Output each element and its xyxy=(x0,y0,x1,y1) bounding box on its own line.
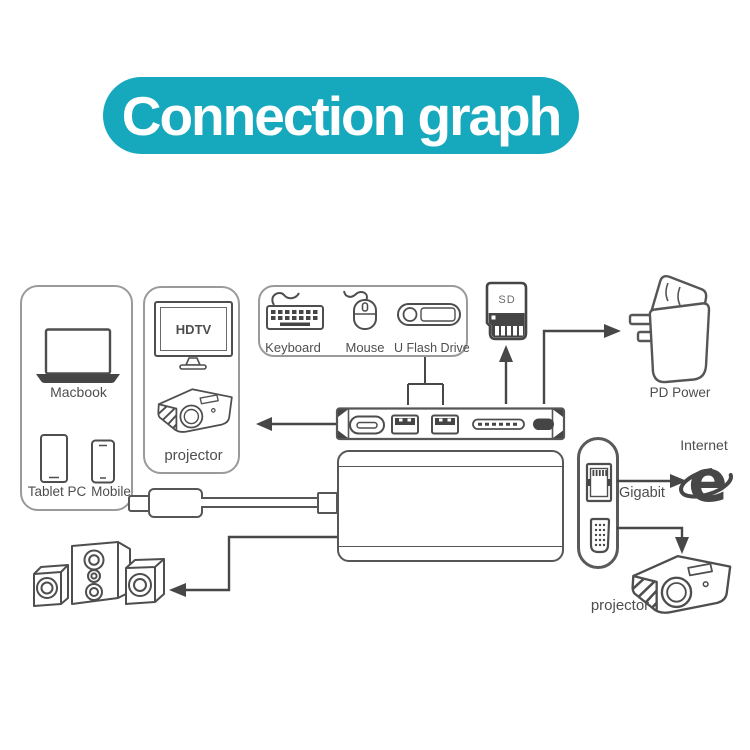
tv-stand-icon xyxy=(179,357,207,370)
hdmi-port-icon xyxy=(349,415,385,435)
tv-icon: HDTV xyxy=(154,301,233,357)
ethernet-port-icon xyxy=(585,462,613,503)
projector-icon xyxy=(150,383,238,436)
arrow-hub-to-pd-power xyxy=(542,329,605,404)
projector-bottom-label: projector xyxy=(590,597,650,614)
arrowhead-up-sd xyxy=(499,345,513,362)
usb-a-port-icon xyxy=(431,414,459,435)
sd-card-icon: SD xyxy=(485,281,528,341)
hdtv-label: HDTV xyxy=(175,321,212,337)
tablet-icon xyxy=(40,434,68,483)
usb-a-port-icon xyxy=(391,414,419,435)
usb-c-port-icon xyxy=(533,418,554,430)
pd-power-label: PD Power xyxy=(649,385,711,400)
macbook-label: Macbook xyxy=(50,384,107,400)
arrowhead-left xyxy=(256,417,272,431)
usb-hub-icon xyxy=(335,407,566,441)
keyboard-icon xyxy=(266,292,324,330)
mouse-label: Mouse xyxy=(345,340,385,355)
arrowhead-left-speakers xyxy=(169,583,186,597)
ie-letter: e xyxy=(688,447,727,515)
cable-wire xyxy=(201,497,320,508)
hub-side-ports-view xyxy=(577,437,619,569)
vga-port-icon xyxy=(589,517,611,554)
sd-label: SD xyxy=(498,294,515,306)
title-banner: Connection graph xyxy=(103,77,579,154)
sd-slot-icon xyxy=(472,418,525,430)
displays-group-box: HDTV projector xyxy=(143,286,240,474)
mobile-label: Mobile xyxy=(91,484,131,499)
arrow-vga-to-projector xyxy=(617,526,684,538)
cable-hub-connector xyxy=(317,492,338,514)
smartphone-icon xyxy=(91,439,115,484)
speakers-icon xyxy=(33,541,165,607)
projector-label: projector xyxy=(164,447,223,464)
keyboard-label: Keyboard xyxy=(265,340,321,355)
mouse-icon xyxy=(343,290,377,330)
usb-hub-body xyxy=(337,450,564,562)
u-flash-drive-label: U Flash Drive xyxy=(394,341,470,355)
usb-flash-drive-icon xyxy=(397,303,461,326)
page-title: Connection graph xyxy=(121,84,563,147)
internet-label: Internet xyxy=(680,437,728,453)
computers-group-box: Macbook Tablet PC Mobile xyxy=(20,285,133,511)
tablet-pc-label: Tablet PC xyxy=(27,484,87,499)
arrow-hub-to-speakers xyxy=(186,535,337,592)
ie-browser-icon: e xyxy=(679,447,733,515)
laptop-icon xyxy=(36,328,120,383)
usb-peripherals-group-box: Keyboard Mouse U Flash Drive xyxy=(258,285,470,357)
power-adapter-icon xyxy=(628,274,711,384)
gigabit-label: Gigabit xyxy=(619,485,665,501)
usb-c-plug-body xyxy=(148,488,203,518)
usb-devices-fork-line xyxy=(407,357,444,405)
